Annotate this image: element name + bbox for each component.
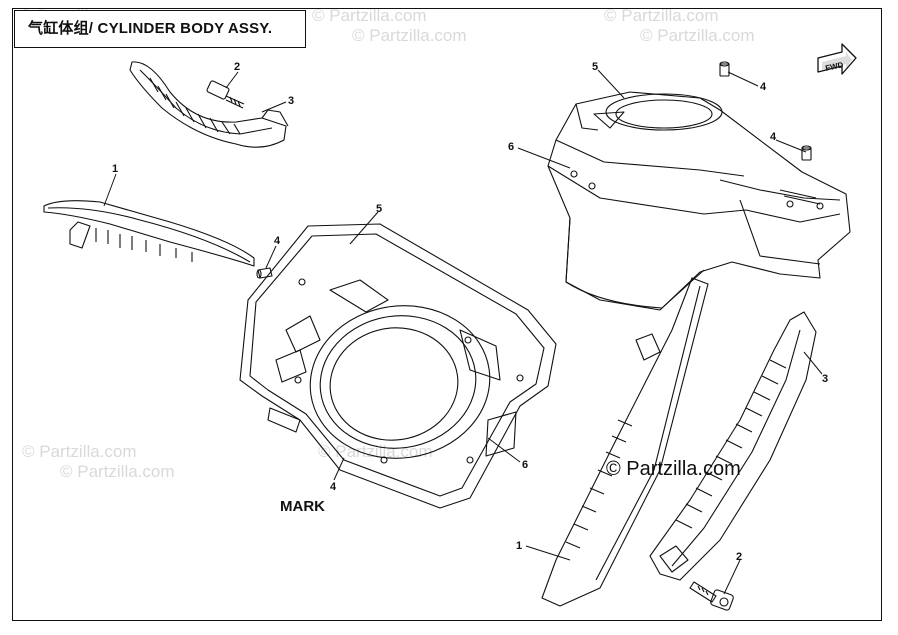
watermark: © Partzilla.com (318, 442, 433, 461)
watermark: © Partzilla.com (640, 26, 755, 45)
watermark: © Partzilla.com (352, 26, 467, 45)
chain-tensioner-part-3-right (649, 311, 817, 581)
cylinder-body-front (239, 223, 557, 509)
bolt-part-2-top (206, 80, 245, 109)
callout-1-right: 1 (516, 540, 522, 552)
callout-1-left: 1 (112, 163, 118, 175)
cylinder-body-rear (547, 91, 851, 311)
callout-2-bottom: 2 (736, 551, 742, 563)
chain-guide-part-1-right (541, 277, 709, 607)
callout-4-left: 4 (274, 235, 281, 247)
mark-label: MARK (280, 498, 325, 515)
callout-6-front: 6 (522, 459, 528, 471)
dowel-pin-part-4-left (256, 267, 273, 279)
diagram-title: 气缸体组/ CYLINDER BODY ASSY. (28, 20, 273, 37)
callout-5-front: 5 (376, 203, 382, 215)
diagram-frame (12, 8, 882, 621)
fwd-label: FWD (824, 60, 844, 73)
watermark: © Partzilla.com (60, 462, 175, 481)
watermark: © Partzilla.com (22, 442, 137, 461)
watermark: © Partzilla.com (604, 6, 719, 25)
dowel-pin-part-4-right (801, 145, 812, 161)
fwd-arrow-icon (817, 43, 857, 75)
callout-3-right: 3 (822, 373, 828, 385)
watermark-main: © Partzilla.com (606, 458, 741, 480)
callout-4-bottom: 4 (330, 481, 337, 493)
callout-numbers: 2 3 1 4 5 5 4 4 6 6 4 3 1 2 (112, 61, 828, 563)
chain-guide-part-3-top (129, 61, 289, 148)
watermark: © Partzilla.com (312, 6, 427, 25)
dowel-pin-part-4-top (719, 61, 730, 77)
chain-guide-part-1-left (43, 200, 255, 267)
callout-4-top: 4 (760, 81, 767, 93)
callout-2-top: 2 (234, 61, 240, 73)
callout-4-right: 4 (770, 131, 777, 143)
callout-3-top: 3 (288, 95, 294, 107)
bolt-part-2-bottom (689, 581, 734, 611)
title-box (14, 10, 306, 48)
leader-lines (103, 69, 823, 595)
callout-5-rear: 5 (592, 61, 598, 73)
callout-6-rear: 6 (508, 141, 514, 153)
